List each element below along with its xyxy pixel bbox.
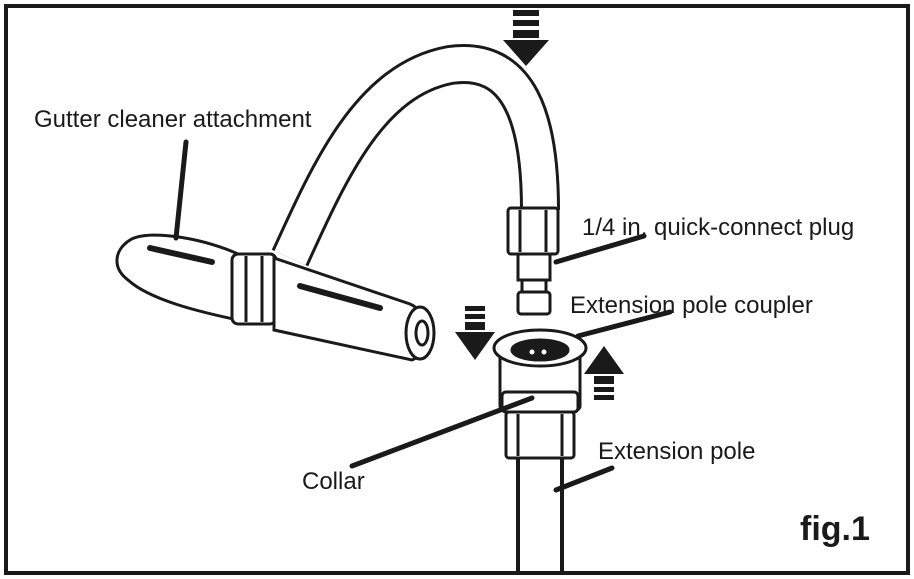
leader-collar bbox=[349, 395, 535, 469]
arrow-down-icon bbox=[503, 10, 549, 66]
leader-quick-connect bbox=[553, 233, 647, 265]
leader-pole-coupler bbox=[575, 309, 673, 339]
arrow-down-icon bbox=[455, 306, 495, 360]
curved-wand bbox=[271, 44, 560, 267]
extension-pole-coupler bbox=[492, 328, 588, 460]
leader-lines bbox=[173, 139, 673, 493]
label-collar: Collar bbox=[302, 468, 365, 495]
gutter-cleaner-attachment bbox=[115, 233, 436, 362]
arrow-up-icon bbox=[584, 346, 624, 400]
quick-connect-plug bbox=[506, 206, 560, 316]
label-quick-connect-plug: 1/4 in. quick-connect plug bbox=[582, 214, 855, 241]
label-extension-pole: Extension pole bbox=[598, 438, 756, 465]
figure-number: fig.1 bbox=[800, 510, 870, 548]
label-gutter-cleaner: Gutter cleaner attachment bbox=[34, 106, 312, 133]
label-pole-coupler: Extension pole coupler bbox=[570, 292, 813, 319]
leader-gutter-cleaner bbox=[173, 139, 189, 241]
extension-pole bbox=[516, 458, 564, 573]
figure-frame bbox=[4, 4, 910, 575]
leader-extension-pole bbox=[553, 465, 615, 493]
